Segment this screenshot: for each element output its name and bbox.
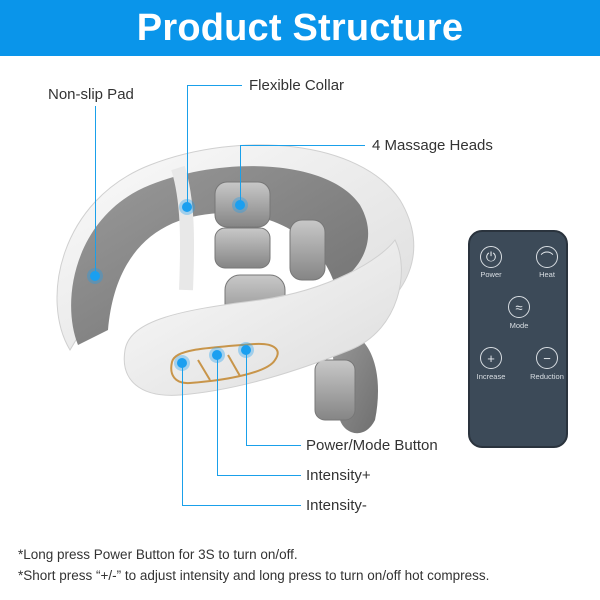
callout-line-collar — [187, 85, 188, 205]
label-intensity-minus: Intensity- — [306, 497, 367, 514]
usage-notes: *Long press Power Button for 3S to turn … — [18, 544, 489, 586]
callout-line-plus — [217, 355, 218, 475]
minus-icon[interactable]: − — [536, 347, 558, 369]
title-banner: Product Structure — [0, 0, 600, 56]
callout-line-minus — [182, 363, 183, 505]
remote-label-power: Power — [480, 270, 502, 279]
label-intensity-plus: Intensity+ — [306, 467, 371, 484]
plus-icon[interactable]: + — [480, 347, 502, 369]
callout-line-collar-h — [187, 85, 242, 86]
label-non-slip-pad: Non-slip Pad — [48, 86, 134, 103]
label-flexible-collar: Flexible Collar — [249, 77, 345, 94]
callout-dot-collar — [182, 202, 192, 212]
callout-dot-plus — [212, 350, 222, 360]
heat-icon[interactable]: ⌒ — [536, 246, 558, 268]
page-title: Product Structure — [136, 6, 464, 49]
callout-line-minus-h — [182, 505, 301, 506]
callout-line-plus-h — [217, 475, 301, 476]
callout-line-power — [246, 350, 247, 445]
callout-dot-power — [241, 345, 251, 355]
callout-line-non-slip — [95, 106, 96, 276]
remote-control: ⏻ Power ⌒ Heat ≈ Mode + Increase − Reduc… — [468, 230, 568, 448]
remote-label-mode: Mode — [509, 321, 529, 330]
power-icon[interactable]: ⏻ — [480, 246, 502, 268]
remote-label-heat: Heat — [539, 270, 555, 279]
note-1: *Long press Power Button for 3S to turn … — [18, 547, 298, 562]
remote-label-reduction: Reduction — [530, 372, 564, 381]
label-power-mode-button: Power/Mode Button — [306, 437, 438, 454]
callout-dot-minus — [177, 358, 187, 368]
label-massage-heads: 4 Massage Heads — [372, 137, 493, 154]
note-2: *Short press “+/-” to adjust intensity a… — [18, 568, 490, 583]
callout-line-heads-h — [240, 145, 365, 146]
callout-dot-heads — [235, 200, 245, 210]
callout-line-power-h — [246, 445, 301, 446]
remote-label-increase: Increase — [476, 372, 506, 381]
callout-dot-non-slip — [90, 271, 100, 281]
mode-icon[interactable]: ≈ — [508, 296, 530, 318]
callout-line-heads — [240, 145, 241, 205]
